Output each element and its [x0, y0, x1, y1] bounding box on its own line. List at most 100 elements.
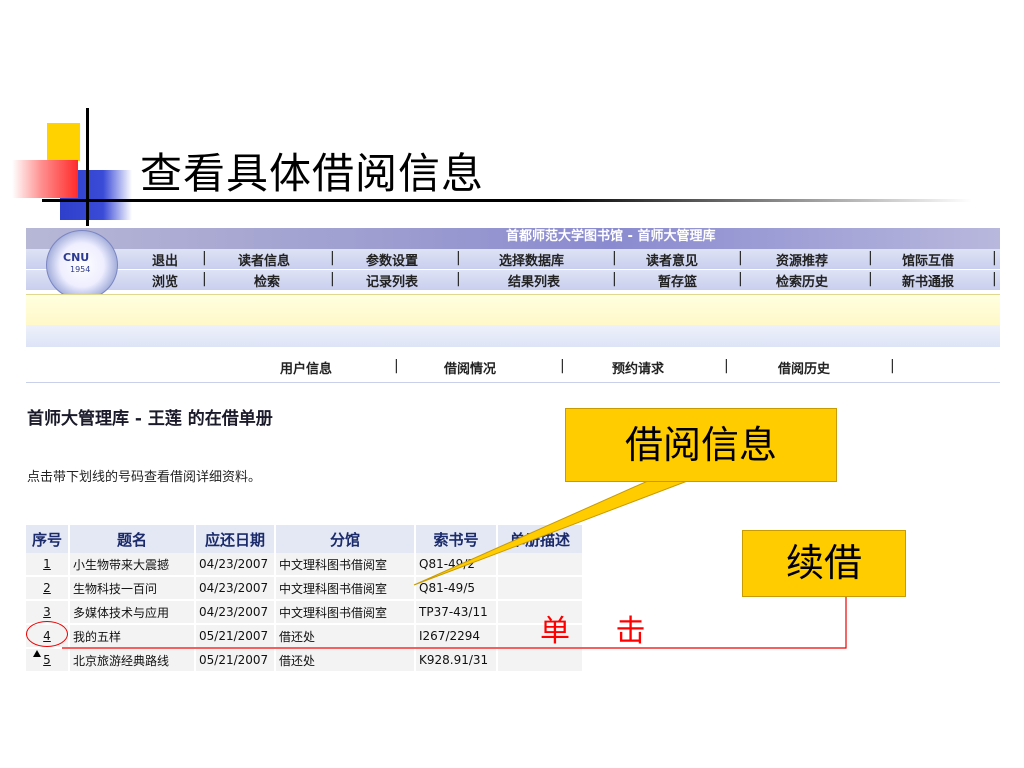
loan-branch: 中文理科图书借阅室 [275, 576, 416, 601]
decor-vertical-line [86, 108, 89, 226]
table-row: 1 小生物带来大震撼 04/23/2007 中文理科图书借阅室 Q81-49/2 [26, 553, 584, 577]
library-header: 首都师范大学图书馆 - 首师大管理库 退出 | 读者信息 | 参数设置 | 选择… [26, 228, 1000, 384]
loan-due-date: 04/23/2007 [195, 576, 276, 601]
loan-title: 我的五样 [69, 624, 196, 649]
decor-yellow-square [47, 123, 80, 161]
nav-new-books[interactable]: 新书通报 [902, 275, 955, 290]
loan-due-date: 05/21/2007 [195, 648, 276, 673]
loan-title: 小生物带来大震撼 [69, 553, 196, 577]
nav-separator: | [330, 271, 335, 287]
nav-logout[interactable]: 退出 [152, 254, 179, 269]
table-row: 3 多媒体技术与应用 04/23/2007 中文理科图书借阅室 TP37-43/… [26, 600, 584, 625]
nav-record-list[interactable]: 记录列表 [366, 275, 419, 290]
nav-interlibrary[interactable]: 馆际互借 [902, 254, 955, 269]
loan-call-number: K928.91/31 [415, 648, 498, 673]
nav-row-search: 浏览 | 检索 | 记录列表 | 结果列表 | 暂存篮 | 检索历史 | 新书通… [26, 270, 1000, 290]
nav-row-main: 退出 | 读者信息 | 参数设置 | 选择数据库 | 读者意见 | 资源推荐 |… [26, 249, 1000, 269]
loan-seq-link[interactable]: 2 [26, 576, 70, 601]
header-due-date[interactable]: 应还日期 [195, 525, 276, 553]
callout-pointer [413, 479, 691, 586]
nav-separator: | [456, 250, 461, 266]
nav-select-database[interactable]: 选择数据库 [499, 254, 565, 269]
nav-result-list[interactable]: 结果列表 [508, 275, 561, 290]
loan-branch: 借还处 [275, 624, 416, 649]
tab-separator: | [560, 358, 565, 374]
click-annotation: 单 击 [540, 614, 664, 649]
loan-call-number: TP37-43/11 [415, 600, 498, 625]
tab-loan-history[interactable]: 借阅历史 [778, 362, 831, 377]
library-banner: 首都师范大学图书馆 - 首师大管理库 [26, 228, 1000, 250]
loans-table: 序号 题名 应还日期 分馆 索书号 单册描述 1 小生物带来大震撼 04/23/… [26, 525, 584, 673]
header-call-number[interactable]: 索书号 [415, 525, 498, 553]
decor-red-square [12, 160, 78, 198]
tab-holds[interactable]: 预约请求 [612, 362, 665, 377]
loan-due-date: 05/21/2007 [195, 624, 276, 649]
loan-call-number: Q81-49/5 [415, 576, 498, 601]
nav-separator: | [330, 250, 335, 266]
loan-seq-link[interactable]: 1 [26, 553, 70, 577]
loan-description [497, 624, 584, 649]
logo-year: 1954 [70, 265, 91, 274]
nav-separator: | [202, 250, 207, 266]
tab-loans[interactable]: 借阅情况 [444, 362, 497, 377]
table-row: 4 我的五样 05/21/2007 借还处 I267/2294 [26, 624, 584, 649]
cursor-arrow-icon [33, 650, 41, 657]
message-bar [26, 294, 1000, 326]
loan-due-date: 04/23/2007 [195, 600, 276, 625]
nav-separator: | [738, 250, 743, 266]
nav-settings[interactable]: 参数设置 [366, 254, 419, 269]
loans-instruction: 点击带下划线的号码查看借阅详细资料。 [27, 470, 262, 485]
loan-title: 生物科技一百问 [69, 576, 196, 601]
nav-reader-feedback[interactable]: 读者意见 [646, 254, 699, 269]
loan-description [497, 648, 584, 673]
header-branch[interactable]: 分馆 [275, 525, 416, 553]
account-tabs: 用户信息 | 借阅情况 | 预约请求 | 借阅历史 | [26, 348, 1000, 383]
nav-separator: | [456, 271, 461, 287]
loans-heading: 首师大管理库 - 王莲 的在借单册 [27, 409, 273, 429]
nav-separator: | [202, 271, 207, 287]
loan-branch: 借还处 [275, 648, 416, 673]
logo-text: CNU [63, 251, 90, 264]
tab-separator: | [890, 358, 895, 374]
nav-separator: | [612, 271, 617, 287]
nav-separator: | [992, 271, 997, 287]
nav-search-history[interactable]: 检索历史 [776, 275, 829, 290]
library-logo: CNU 1954 [46, 230, 118, 300]
nav-browse[interactable]: 浏览 [152, 275, 179, 290]
loan-description [497, 600, 584, 625]
loan-title: 多媒体技术与应用 [69, 600, 196, 625]
loan-description [497, 576, 584, 601]
callout-renew: 续借 [742, 530, 906, 597]
nav-search[interactable]: 检索 [254, 275, 281, 290]
renew-connector-line [62, 595, 847, 649]
loan-branch: 中文理科图书借阅室 [275, 600, 416, 625]
tab-user-info[interactable]: 用户信息 [280, 362, 333, 377]
click-highlight-circle [26, 621, 68, 647]
nav-separator: | [992, 250, 997, 266]
nav-separator: | [868, 271, 873, 287]
header-seq[interactable]: 序号 [26, 525, 70, 553]
nav-recommend[interactable]: 资源推荐 [776, 254, 829, 269]
table-row: 2 生物科技一百问 04/23/2007 中文理科图书借阅室 Q81-49/5 [26, 576, 584, 601]
loan-due-date: 04/23/2007 [195, 553, 276, 577]
slide-title: 查看具体借阅信息 [140, 149, 485, 198]
callout-borrow-info: 借阅信息 [565, 408, 837, 482]
header-title[interactable]: 题名 [69, 525, 196, 553]
loan-call-number: I267/2294 [415, 624, 498, 649]
tab-separator: | [394, 358, 399, 374]
nav-separator: | [868, 250, 873, 266]
decor-title-underline [42, 199, 972, 202]
loan-description [497, 553, 584, 577]
loan-title: 北京旅游经典路线 [69, 648, 196, 673]
nav-separator: | [612, 250, 617, 266]
loan-branch: 中文理科图书借阅室 [275, 553, 416, 577]
nav-reader-info[interactable]: 读者信息 [238, 254, 291, 269]
sub-header-bar [26, 325, 1000, 347]
nav-separator: | [738, 271, 743, 287]
table-header-row: 序号 题名 应还日期 分馆 索书号 单册描述 [26, 525, 584, 553]
tab-separator: | [724, 358, 729, 374]
library-banner-text: 首都师范大学图书馆 - 首师大管理库 [506, 229, 716, 244]
table-row: 5 北京旅游经典路线 05/21/2007 借还处 K928.91/31 [26, 648, 584, 673]
nav-basket[interactable]: 暂存篮 [658, 275, 698, 290]
